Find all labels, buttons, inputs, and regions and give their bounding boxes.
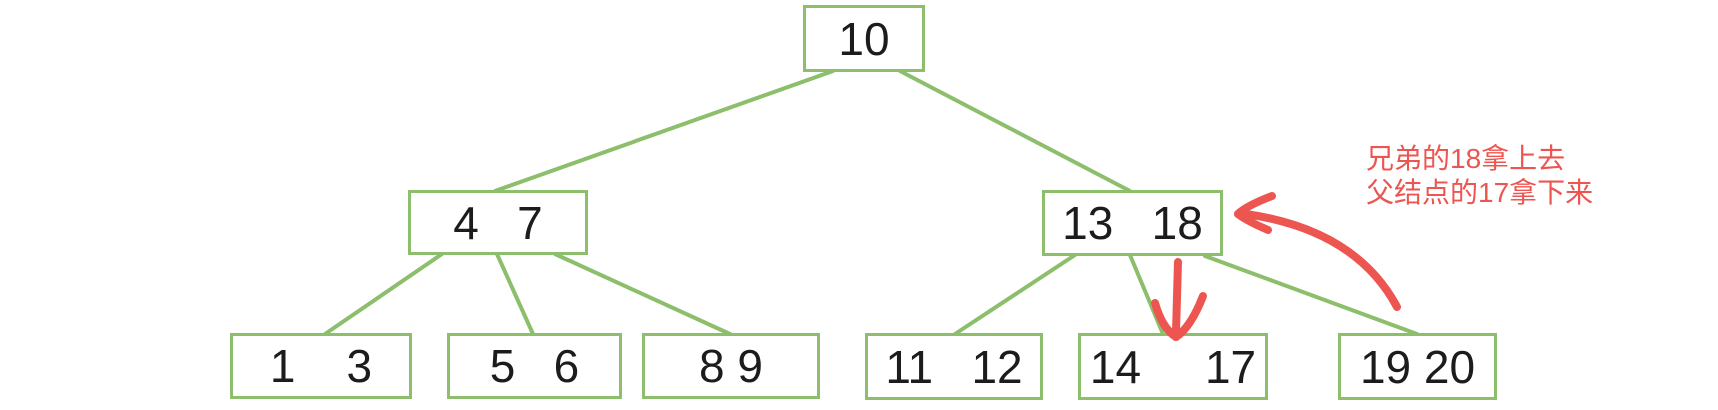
tree-node-node-13-18: 13 18 — [1042, 190, 1223, 256]
tree-node-keys: 14 17 — [1089, 340, 1257, 393]
tree-edge-node-4-7-to-leaf-8-9 — [553, 252, 732, 336]
annotation-note-line-1: 兄弟的18拿上去 — [1366, 143, 1566, 174]
tree-node-leaf-14-17: 14 17 — [1078, 333, 1268, 400]
tree-node-leaf-11-12: 11 12 — [865, 333, 1043, 400]
tree-node-keys: 8 9 — [699, 340, 763, 392]
tree-node-keys: 5 6 — [489, 340, 580, 392]
tree-edge-root-10-to-node-4-7 — [493, 69, 835, 193]
tree-edge-root-10-to-node-13-18 — [898, 69, 1132, 193]
tree-node-keys: 19 20 — [1359, 340, 1476, 393]
tree-node-root-10: 10 — [803, 5, 925, 72]
tree-node-leaf-8-9: 8 9 — [642, 333, 820, 399]
annotation-note-line-2: 父结点的17拿下来 — [1366, 177, 1594, 208]
tree-node-keys: 10 — [838, 12, 890, 65]
tree-node-keys: 1 3 — [269, 340, 373, 392]
tree-node-keys: 13 18 — [1062, 197, 1203, 249]
tree-edge-node-13-18-to-leaf-11-12 — [953, 253, 1077, 336]
annotation-note: 兄弟的18拿上去 父结点的17拿下来 — [1366, 142, 1593, 210]
tree-node-leaf-1-3: 1 3 — [230, 333, 412, 399]
tree-node-node-4-7: 4 7 — [408, 190, 588, 255]
tree-node-leaf-19-20: 19 20 — [1338, 333, 1497, 400]
tree-edge-node-4-7-to-leaf-1-3 — [323, 252, 444, 336]
tree-node-keys: 4 7 — [453, 196, 543, 249]
tree-node-keys: 11 12 — [885, 340, 1023, 393]
tree-edge-node-4-7-to-leaf-5-6 — [495, 252, 535, 336]
tree-node-leaf-5-6: 5 6 — [447, 333, 622, 399]
